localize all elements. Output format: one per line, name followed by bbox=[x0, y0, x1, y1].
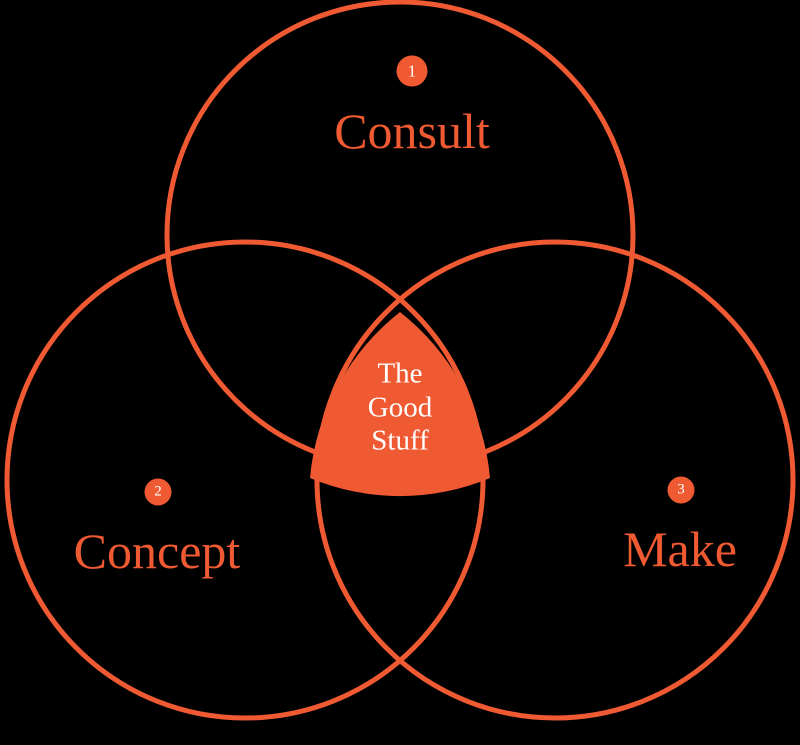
intersection-label-line-1: The bbox=[377, 357, 423, 390]
step-badge-2[interactable]: 2 bbox=[144, 478, 172, 506]
circle-consult[interactable] bbox=[164, 0, 636, 471]
step-badge-3[interactable]: 3 bbox=[667, 476, 695, 504]
intersection-label-line-2: Good bbox=[367, 391, 433, 424]
lobe-label-make[interactable]: Make bbox=[623, 521, 737, 577]
intersection-fill bbox=[310, 312, 490, 497]
lobe-label-consult[interactable]: Consult bbox=[334, 103, 490, 159]
intersection-label[interactable]: The Good Stuff bbox=[368, 358, 432, 459]
circle-make[interactable] bbox=[314, 239, 796, 721]
circle-concept[interactable] bbox=[4, 239, 486, 721]
lobe-label-concept[interactable]: Concept bbox=[73, 523, 241, 579]
step-badge-1[interactable]: 1 bbox=[396, 55, 428, 87]
intersection-label-line-3: Stuff bbox=[371, 424, 429, 457]
